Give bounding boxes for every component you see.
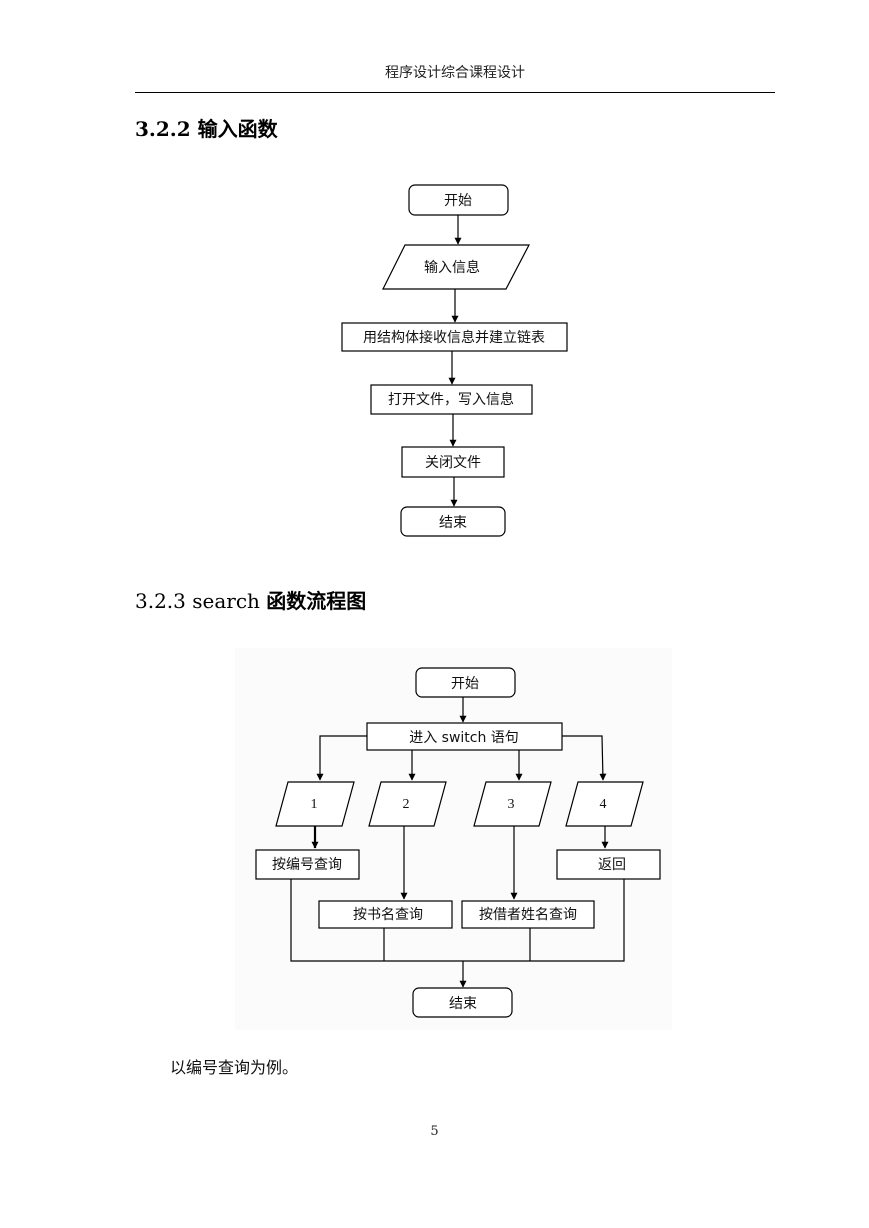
fc1-end-label: 结束 [439, 515, 467, 531]
fc1-open-file-box [370, 384, 533, 415]
fc1-close-file-label: 关闭文件 [425, 455, 481, 471]
heading-search-suffix: 函数流程图 [266, 589, 367, 613]
caption-text: 以编号查询为例。 [170, 1058, 299, 1077]
fc2-by-number-box [255, 849, 360, 880]
fc2-back-label: 返回 [598, 857, 626, 873]
fc1-struct-label: 用结构体接收信息并建立链表 [363, 329, 545, 346]
fc1-struct-box [341, 322, 568, 352]
input-function-labels: 开始 输入信息 用结构体接收信息并建立链表 打开文件，写入信息 关闭文件 结束 [363, 193, 545, 531]
fc2-start-terminal [415, 667, 516, 698]
section-heading-input-function: 3.2.2 输入函数 [135, 117, 278, 141]
fc1-close-file-box [401, 446, 505, 478]
fc2-by-title-box [318, 900, 453, 929]
heading-search-prefix: 3.2.3 search [135, 589, 267, 613]
fc2-back-box [556, 849, 661, 880]
fc2-case1-parallelogram [275, 781, 355, 827]
search-function-labels: 开始 进入 switch 语句 1 2 3 4 按编号查询 返回 按书名查询 按… [272, 676, 626, 1012]
fc2-by-title-label: 按书名查询 [353, 907, 423, 923]
fc1-input-label: 输入信息 [424, 259, 480, 276]
section-heading-search-flowchart: 3.2.3 search 函数流程图 [135, 585, 366, 614]
fc2-case2-parallelogram [368, 781, 447, 827]
fc2-case4-parallelogram [565, 781, 644, 827]
fc1-start-label: 开始 [444, 193, 472, 209]
fc2-by-borrower-label: 按借者姓名查询 [479, 907, 577, 923]
input-function-flowchart [341, 184, 568, 537]
fc2-branch-4 [562, 735, 607, 781]
fc2-end-terminal [412, 987, 513, 1018]
fc2-background [235, 648, 672, 1030]
fc2-case2-label: 2 [403, 797, 410, 812]
page-number: 5 [430, 1124, 439, 1139]
fc2-switch-label: 进入 switch 语句 [409, 730, 519, 746]
fc2-start-label: 开始 [451, 676, 479, 692]
fc2-case1-label: 1 [311, 797, 318, 812]
header-rule [135, 92, 775, 93]
page-header: 程序设计综合课程设计 [385, 65, 525, 81]
fc2-case4-label: 4 [600, 797, 607, 812]
fc2-case3-label: 3 [508, 797, 515, 812]
fc2-by-number-label: 按编号查询 [272, 857, 342, 873]
fc1-input-parallelogram [382, 244, 530, 290]
fc1-end-terminal [400, 506, 506, 537]
fc1-open-file-label: 打开文件，写入信息 [388, 391, 514, 408]
fc2-case3-parallelogram [473, 781, 552, 827]
fc2-by-borrower-box [461, 900, 595, 929]
fc2-merge-line [290, 879, 625, 962]
search-function-flowchart [255, 667, 661, 1018]
fc2-end-label: 结束 [449, 996, 477, 1012]
fc2-switch-box [366, 722, 563, 751]
fc2-branch-1 [316, 735, 367, 781]
